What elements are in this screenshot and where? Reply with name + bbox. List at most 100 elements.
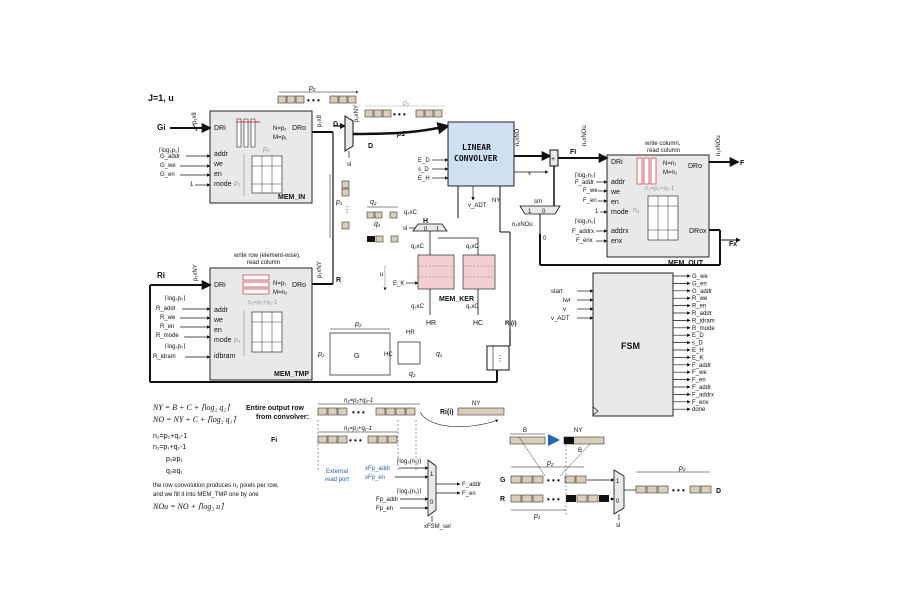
label-g-addr: G_addr — [160, 154, 180, 160]
mem-out-addr: addr — [611, 179, 626, 186]
mem-tmp-en: en — [214, 327, 222, 334]
ext-log2: ⌈log₂(n₁)⌉ — [397, 488, 421, 495]
fsm-output-8: E_D — [692, 333, 704, 339]
mem-out-block: write column, read column DRi DRo N=n₁ M… — [606, 141, 710, 267]
label-g-we: G_we — [160, 163, 176, 169]
label-g-en: G_en — [160, 172, 175, 178]
fsm-output-13: F_we — [692, 370, 707, 376]
mem-out-mode: mode — [611, 209, 629, 216]
convolver-line1: LINEAR — [462, 143, 491, 152]
ext-zero: 0 — [430, 500, 434, 506]
label-r-we: R_we — [160, 315, 176, 321]
label-r-idram: R_idram — [153, 354, 176, 360]
fsm-output-2: G_addr — [692, 289, 712, 295]
or-n1: n₁=p₁+q₁-1 — [344, 426, 372, 432]
mem-out-en: en — [611, 199, 619, 206]
label-r-mode: R_mode — [156, 333, 179, 339]
mem-out-addrx: addrx — [611, 228, 629, 235]
mem-tmp-m: M=n₂ — [273, 290, 288, 296]
convolver-line2: CONVOLVER — [454, 154, 498, 163]
label-sm: sm — [534, 199, 542, 205]
mem-out-we: we — [610, 189, 620, 196]
svg-text:⋮: ⋮ — [343, 205, 351, 214]
rd-one: 1 — [616, 479, 620, 485]
top-pixel-rows: p₂ • • • p₂ • • • — [277, 85, 445, 119]
fsm-output-16: F_addrx — [692, 392, 714, 398]
label-p1xny: p₁xNY — [193, 264, 199, 281]
mem-out-eq: n₂=p₂+q₂-1 — [645, 186, 675, 192]
svg-text:• • •: • • • — [393, 110, 406, 119]
top-p2: p₂ — [308, 85, 316, 92]
top-p2b: p₂ — [402, 100, 410, 107]
label-nxnou3: n₁xNOu — [716, 135, 722, 156]
ker-q1: q₁ — [374, 221, 381, 228]
mem-in-name: MEM_IN — [278, 194, 305, 201]
kg-hr: HR — [406, 330, 415, 336]
mem-in-addr: addr — [214, 151, 229, 158]
mem-tmp-name: MEM_TMP — [274, 371, 309, 378]
fsm-output-6: R_idram — [692, 318, 715, 324]
ext-f-en: F_en — [462, 491, 476, 497]
kg-q2: q₂ — [409, 371, 416, 378]
fsm-output-9: s_D — [692, 341, 703, 347]
or-label2: from convolver: — [256, 414, 309, 421]
mem-ker-block: q₂ q₁ q₂xC H 0 1 sl q₂xC q₁xC u E_K M — [366, 186, 496, 327]
fsm-output-17: F_enx — [692, 400, 709, 406]
label-r: R — [336, 277, 341, 284]
ker-h: H — [423, 218, 428, 225]
mem-out-dri: DRi — [611, 159, 623, 166]
rd-p2b: p₂ — [678, 465, 686, 472]
rd-b: B — [523, 428, 527, 434]
svg-text:+: + — [551, 156, 555, 163]
rd-p2: p₂ — [546, 460, 554, 467]
mem-tmp-p1: p₁ — [233, 337, 241, 344]
eq-q2q1: q₂≥q₁ — [166, 468, 183, 475]
label-p2xny: p₂xNY — [354, 105, 360, 122]
rd-sl: sl — [616, 523, 620, 529]
r-path: p₁xNY R — [312, 240, 341, 285]
fsm-input-2: v — [563, 307, 566, 313]
mem-tmp-n: N=p₁ — [273, 281, 286, 287]
conv-sd: s_D — [418, 167, 429, 173]
or-n2: n₂=p₂+q₂-1 — [344, 398, 373, 404]
kg-hc: HC — [384, 352, 393, 358]
rd-p1: p₁ — [533, 513, 541, 520]
ker-q1xc-b: q₁xC — [466, 304, 479, 310]
svg-text:⋮: ⋮ — [496, 354, 504, 363]
mem-out-n1: n₁ — [633, 207, 640, 214]
label-fx: Fx — [729, 241, 737, 248]
eq-no: NO = NY + C + ⌈log₂ q₁⌉ — [152, 415, 236, 424]
mem-tmp-inputs: Ri p₁xNY ⌈log₂p₁⌉ R_addr R_we R_en R_mod… — [149, 264, 497, 383]
label-r-en: R_en — [160, 324, 174, 330]
mem-tmp-eq: n₂=p₂+q₂-1 — [248, 300, 278, 306]
mem-tmp-dro: DRo — [292, 282, 306, 289]
kg-p2: p₂ — [354, 321, 362, 328]
ext-f-addr: F_addr — [462, 482, 481, 488]
label-log-n1b: ⌈log₂n₁⌉ — [575, 218, 595, 225]
right-detail: B NY B p₂ G • • • R • • • p₁ 1 0 sl — [500, 428, 721, 529]
ext-log1: ⌈log₂(n₁)⌉ — [397, 458, 421, 465]
external-read-port: External read port xFp_addr xFp_en ⌈log₂… — [325, 458, 481, 530]
rd-g: G — [500, 477, 506, 484]
svg-text:0: 0 — [424, 227, 428, 233]
mem-tmp-caption2: read column — [247, 260, 280, 266]
fsm-name: FSM — [621, 341, 640, 351]
kg-q1: q₁ — [436, 351, 443, 358]
kernel-geometry: p₂ G p₁ HR HC q₁ q₂ — [317, 321, 443, 378]
mem-out-dro: DRo — [688, 163, 702, 170]
label-p1xnyb: p₁xNY — [317, 261, 323, 278]
ext-one: 1 — [430, 472, 434, 478]
eq-note1: the row convolution produces n₂ pixels p… — [153, 483, 279, 489]
or-fi: Fi — [271, 437, 277, 444]
mem-in-p2: p₂ — [262, 146, 270, 153]
mem-in-block: DRi DRo N=p₂ M=p₁ addr we en mode p₂ p₁ … — [209, 110, 313, 204]
rd-d: D — [716, 488, 721, 495]
fsm-output-4: R_en — [692, 304, 706, 310]
fsm-output-12: F_addr — [692, 363, 711, 369]
eq-ny: NY = B + C + ⌈log₂ q₂⌉ — [152, 403, 230, 412]
ker-q2xc-b: q₂xC — [411, 244, 425, 250]
eq-n2: n₂=p₂+q₂-1 — [153, 433, 187, 440]
fsm-output-3: R_we — [692, 296, 708, 302]
label-d: D — [368, 143, 373, 150]
